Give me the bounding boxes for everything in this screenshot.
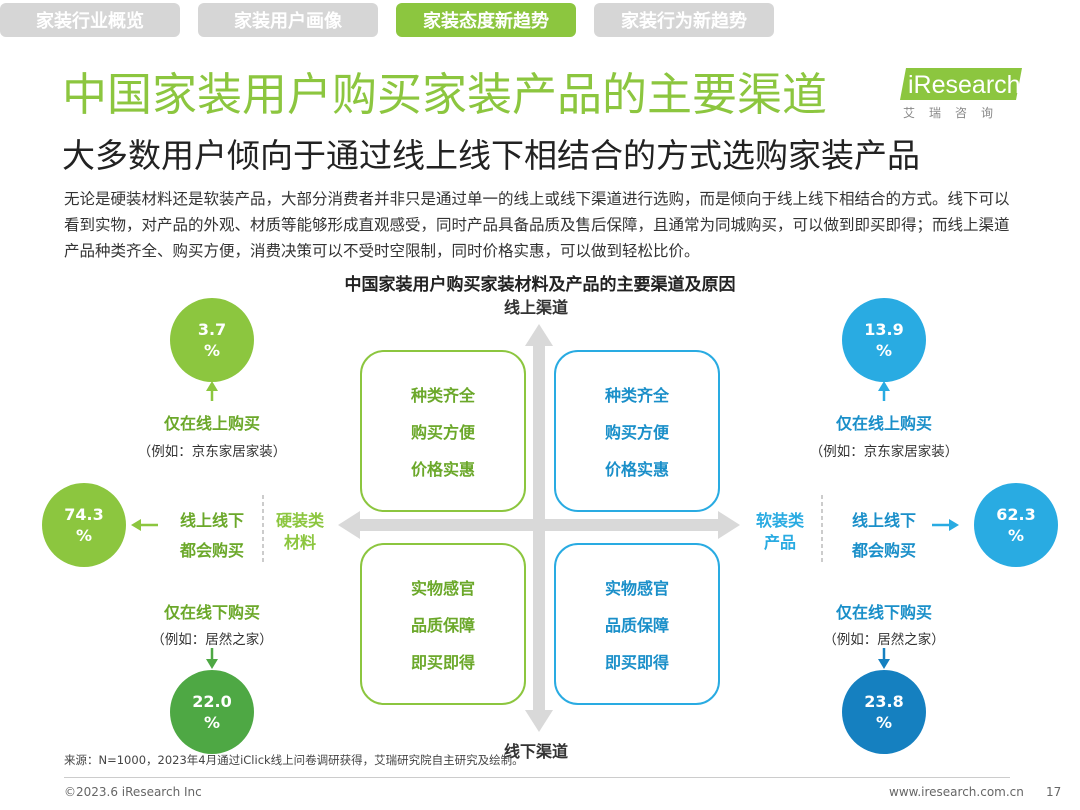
footer-website[interactable]: www.iresearch.com.cn bbox=[889, 785, 1024, 799]
quad-text: 即买即得 bbox=[410, 653, 475, 672]
quad-text: 实物感官 bbox=[410, 579, 475, 598]
category-line: 软装类 bbox=[755, 511, 804, 530]
quad-text: 种类齐全 bbox=[410, 386, 475, 405]
axis-arrow-down bbox=[525, 710, 553, 732]
quad-text: 即买即得 bbox=[604, 653, 669, 672]
label-right-offline: 仅在线下购买 bbox=[835, 603, 932, 622]
circle-left-offline: 22.0 % bbox=[170, 670, 254, 754]
tab-attitude-trends[interactable]: 家装态度新趋势 bbox=[396, 3, 576, 37]
circle-left-online: 3.7 % bbox=[170, 298, 254, 382]
page-title: 中国家装用户购买家装产品的主要渠道 bbox=[62, 68, 828, 121]
quad-text: 价格实惠 bbox=[604, 460, 669, 479]
category-line: 硬装类 bbox=[275, 511, 324, 530]
quadrant-bottom-right: 实物感官 品质保障 即买即得 bbox=[554, 543, 720, 705]
quadrant-top-left: 种类齐全 购买方便 价格实惠 bbox=[360, 350, 526, 512]
quad-text: 品质保障 bbox=[604, 616, 669, 635]
circle-unit: % bbox=[875, 713, 893, 732]
circle-unit: % bbox=[203, 341, 221, 360]
circle-value: 23.8 bbox=[864, 692, 904, 711]
category-hard-materials: 硬装类 材料 bbox=[270, 510, 330, 554]
label-right-online: 仅在线上购买 bbox=[835, 414, 932, 433]
circle-unit: % bbox=[75, 526, 93, 545]
category-line: 材料 bbox=[283, 533, 316, 552]
example-right-offline: （例如：居然之家） bbox=[823, 632, 945, 648]
circle-value: 74.3 bbox=[64, 505, 104, 524]
quad-text: 价格实惠 bbox=[410, 460, 475, 479]
quad-text: 实物感官 bbox=[604, 579, 669, 598]
logo-subtitle: 艾瑞咨询 bbox=[903, 106, 1008, 120]
axis-label-online: 线上渠道 bbox=[504, 298, 569, 317]
axis-arrow-left bbox=[338, 511, 360, 539]
tab-behavior-trends[interactable]: 家装行为新趋势 bbox=[594, 3, 774, 37]
horizontal-axis bbox=[356, 519, 722, 531]
page-subtitle: 大多数用户倾向于通过线上线下相结合的方式选购家装产品 bbox=[62, 136, 920, 175]
example-right-online: （例如：京东家居家装） bbox=[809, 444, 959, 460]
circle-value: 22.0 bbox=[192, 692, 232, 711]
label-line: 都会购买 bbox=[179, 541, 244, 560]
label-left-online: 仅在线上购买 bbox=[163, 414, 260, 433]
circle-value: 62.3 bbox=[996, 505, 1036, 524]
source-note: 来源：N=1000，2023年4月通过iClick线上问卷调研获得，艾瑞研究院自… bbox=[64, 753, 524, 767]
logo-text: iResearch bbox=[908, 71, 1021, 99]
label-line: 线上线下 bbox=[179, 511, 244, 530]
iresearch-logo: iResearch bbox=[900, 68, 1022, 100]
circle-value: 3.7 bbox=[197, 320, 227, 339]
axis-arrow-up bbox=[525, 324, 553, 346]
quad-text: 购买方便 bbox=[604, 423, 669, 442]
circle-unit: % bbox=[875, 341, 893, 360]
description-paragraph: 无论是硬装材料还是软装产品，大部分消费者并非只是通过单一的线上或线下渠道进行选购… bbox=[64, 190, 1010, 260]
tab-user-profile[interactable]: 家装用户画像 bbox=[198, 3, 378, 37]
category-soft-products: 软装类 产品 bbox=[750, 510, 810, 554]
page-number: 17 bbox=[1046, 785, 1062, 799]
quad-text: 购买方便 bbox=[410, 423, 475, 442]
footer-copyright: ©2023.6 iResearch Inc bbox=[64, 785, 202, 799]
circle-left-both: 74.3 % bbox=[42, 483, 126, 567]
circle-unit: % bbox=[203, 713, 221, 732]
label-line: 都会购买 bbox=[851, 541, 916, 560]
axis-label-offline: 线下渠道 bbox=[504, 742, 569, 761]
tab-industry-overview[interactable]: 家装行业概览 bbox=[0, 3, 180, 37]
circle-right-online: 13.9 % bbox=[842, 298, 926, 382]
circle-value: 13.9 bbox=[864, 320, 904, 339]
diagram-title: 中国家装用户购买家装材料及产品的主要渠道及原因 bbox=[344, 275, 736, 295]
label-left-both: 线上线下 都会购买 bbox=[164, 506, 260, 566]
circle-unit: % bbox=[1007, 526, 1025, 545]
quadrant-bottom-left: 实物感官 品质保障 即买即得 bbox=[360, 543, 526, 705]
label-line: 线上线下 bbox=[851, 511, 916, 530]
footer-divider bbox=[64, 777, 1010, 778]
circle-right-offline: 23.8 % bbox=[842, 670, 926, 754]
axis-arrow-right bbox=[718, 511, 740, 539]
category-line: 产品 bbox=[763, 533, 796, 552]
quad-text: 种类齐全 bbox=[604, 386, 669, 405]
circle-right-both: 62.3 % bbox=[974, 483, 1058, 567]
quad-text: 品质保障 bbox=[410, 616, 475, 635]
label-right-both: 线上线下 都会购买 bbox=[836, 506, 932, 566]
label-left-offline: 仅在线下购买 bbox=[163, 603, 260, 622]
example-left-offline: （例如：居然之家） bbox=[151, 632, 273, 648]
quadrant-top-right: 种类齐全 购买方便 价格实惠 bbox=[554, 350, 720, 512]
example-left-online: （例如：京东家居家装） bbox=[137, 444, 287, 460]
